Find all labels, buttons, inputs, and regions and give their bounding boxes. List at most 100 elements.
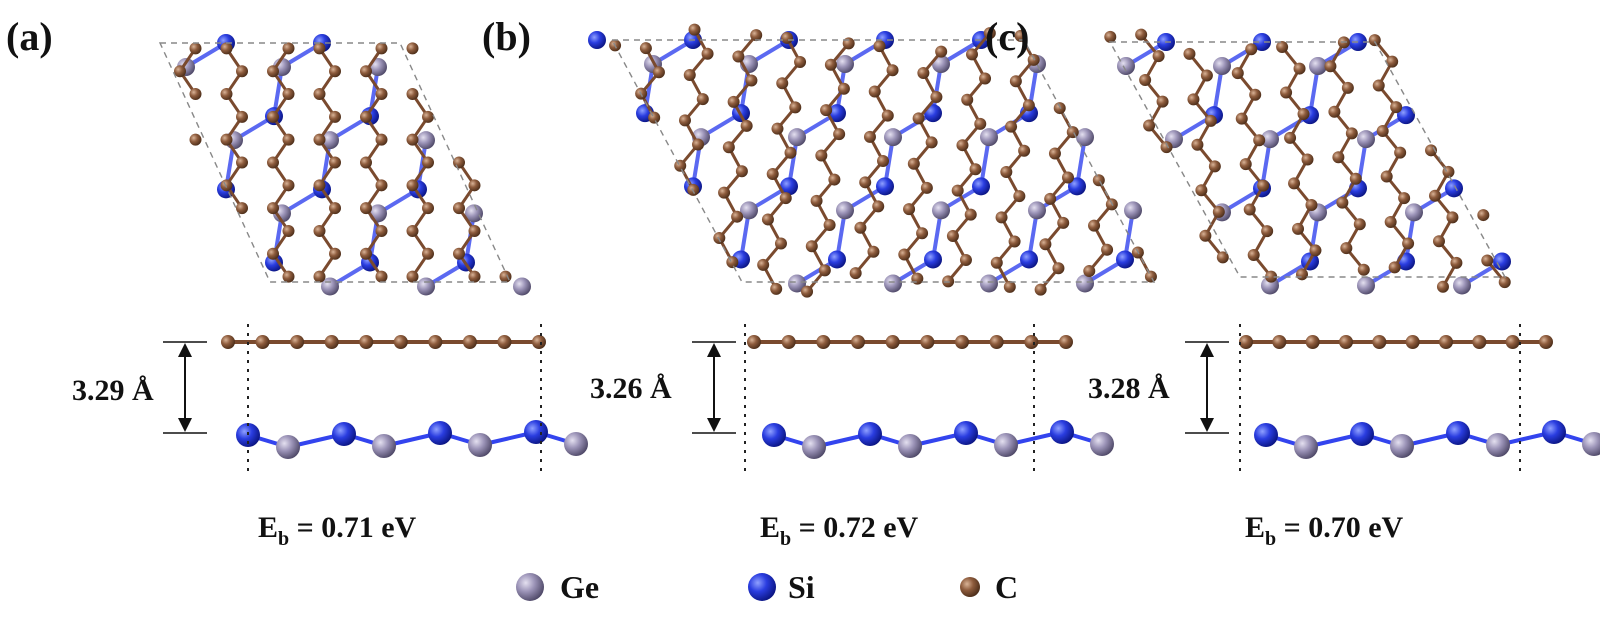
c-atom [1183,47,1196,60]
c-atom [1402,237,1415,250]
c-atom [1301,153,1314,166]
c-atom [221,335,235,349]
ge-atom [740,201,758,220]
c-atom [1398,192,1411,205]
c-atom [422,202,434,215]
c-atom [766,168,779,181]
si-atom [972,177,990,196]
c-atom [1340,242,1353,255]
c-atom [1376,125,1389,138]
c-atom [1152,50,1165,63]
si-atom [1542,420,1566,444]
c-atom [674,159,687,172]
c-atom [1057,216,1070,229]
c-atom [789,101,802,114]
c-atom [406,88,419,101]
c-atom [468,179,481,192]
c-atom [805,240,818,253]
c-atom [329,110,341,123]
c-atom [849,267,862,280]
c-atom [966,48,979,61]
c-atom [1101,243,1114,256]
c-atom [683,69,696,82]
c-atom [886,64,899,77]
c-atom [360,156,372,169]
si-atom [1445,179,1463,198]
c-atom [1305,198,1318,211]
c-atom [903,203,916,216]
legend-label: Si [788,569,815,605]
ge-atom [1486,433,1510,457]
c-atom [1139,74,1152,87]
c-atom [781,335,796,349]
c-atom [920,335,935,349]
c-atom [1053,102,1066,115]
c-atom [969,163,982,176]
panel-c: (c) 3.28 Å Eb = 0.70 eV [985,14,1600,550]
c-atom [282,133,295,146]
ge-atom [1261,130,1279,149]
c-atom [1195,184,1208,197]
c-atom [854,221,867,234]
c-atom [174,65,186,78]
c-atom [771,122,784,135]
panel-a: (a) 3.29 Å Eb = 0.71 eV [6,14,588,550]
c-atom [823,218,836,231]
substrate-layer [1117,33,1511,295]
carbon-layer [1104,28,1511,293]
c-atom [1247,249,1260,262]
c-atom [761,213,774,226]
si-atom [1350,422,1374,446]
c-atom [907,157,920,170]
c-atom [995,211,1008,224]
c-atom [828,173,841,186]
c-atom [1092,174,1105,187]
c-atom [842,37,855,50]
c-atom [236,156,248,169]
c-atom [1372,79,1385,92]
c-atom [313,270,326,283]
c-atom [1066,126,1079,139]
c-atom-icon [960,577,980,597]
c-atom [1061,171,1074,184]
c-atom [453,202,465,215]
c-atom [1324,60,1337,73]
c-atom [393,335,408,349]
c-atom [1280,86,1293,99]
c-atom [1249,88,1262,101]
si-atom [588,31,606,49]
supercell-outline [1108,41,1507,278]
si-atom [876,177,894,196]
interlayer-distance-label: 3.26 Å [590,372,672,405]
c-atom [453,247,465,260]
c-atom [360,110,372,123]
legend-item-si: Si [748,569,815,605]
side-view-structure [692,324,1114,472]
si-atom [1050,420,1074,444]
c-atom [925,136,938,149]
c-atom [964,208,977,221]
c-atom [1446,211,1459,224]
c-atom [329,156,341,169]
c-atom [859,176,872,189]
legend-item-c: C [960,569,1018,605]
c-atom [912,112,925,125]
c-atom [885,335,900,349]
c-atom [877,155,889,167]
c-atom [750,29,763,42]
c-atom [979,72,992,85]
c-atom [747,335,761,349]
c-atom [1143,119,1156,132]
c-atom [497,335,512,349]
c-atom [1212,205,1225,218]
c-atom [1044,192,1057,205]
c-atom [1199,229,1212,242]
c-atom [282,179,295,192]
c-atom [1239,158,1252,171]
si-atom [828,250,846,269]
ge-atom [1090,432,1114,456]
c-atom [1353,218,1366,231]
binding-energy-label: Eb = 0.70 eV [1245,511,1404,550]
ge-atom [898,434,922,458]
c-atom [1384,215,1397,228]
